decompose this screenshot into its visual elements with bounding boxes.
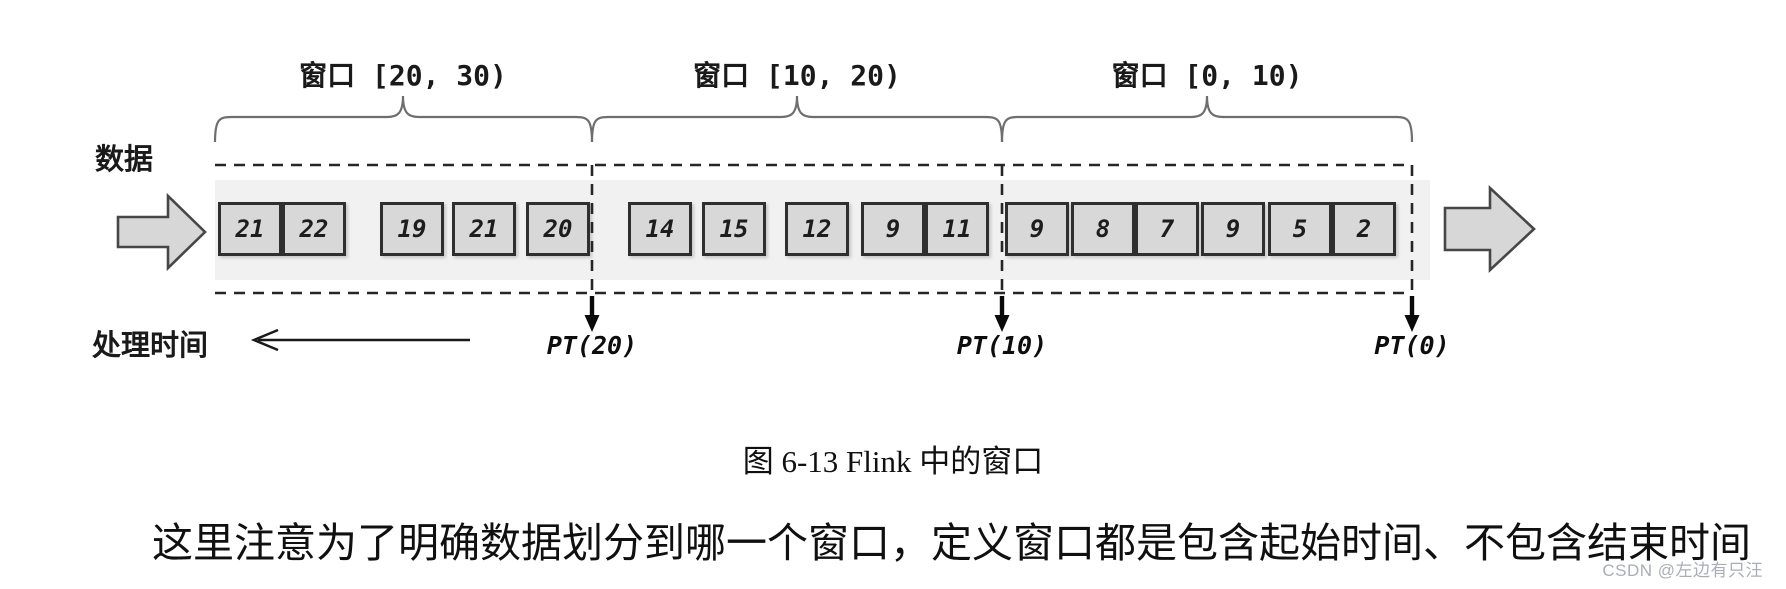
stream-box: 9: [1005, 202, 1069, 256]
pt-marker-arrows: [584, 296, 1420, 332]
window-brace-0-10: [1000, 95, 1414, 143]
window-braces: [213, 95, 1414, 143]
body-text: 这里注意为了明确数据划分到哪一个窗口，定义窗口都是包含起始时间、不包含结束时间: [152, 520, 1751, 566]
stream-box: 2: [1332, 202, 1396, 256]
stream-box: 8: [1071, 202, 1135, 256]
window-label-20-30: 窗口 [20, 30): [299, 59, 507, 92]
stream-box: 11: [925, 202, 989, 256]
time-direction-arrow-icon: [250, 328, 470, 352]
figure-caption: 图 6-13 Flink 中的窗口: [742, 444, 1044, 479]
window-brace-20-30: [213, 95, 594, 143]
pt20-arrow-icon: [584, 296, 600, 332]
stream-box: 5: [1268, 202, 1332, 256]
pt-marker-pt10: PT(10): [956, 331, 1048, 360]
pt-marker-pt0: PT(0): [1374, 331, 1450, 360]
pt0-arrow-icon: [1404, 296, 1420, 332]
stream-box: 9: [1201, 202, 1265, 256]
stream-out-arrow-icon: [1443, 185, 1536, 273]
csdn-watermark: CSDN @左边有只汪: [1602, 561, 1763, 580]
pt-marker-pt20: PT(20): [546, 331, 638, 360]
stream-box: 9: [861, 202, 925, 256]
stream-box: 7: [1135, 202, 1199, 256]
stream-in-arrow-icon: [116, 192, 207, 272]
stream-box: 19: [380, 202, 444, 256]
pt10-arrow-icon: [994, 296, 1010, 332]
processing-time-label: 处理时间: [92, 330, 209, 362]
stream-box: 21: [218, 202, 282, 256]
stream-box: 12: [785, 202, 849, 256]
data-label: 数据: [95, 144, 154, 176]
window-label-10-20: 窗口 [10, 20): [693, 59, 901, 92]
stream-box: 22: [282, 202, 346, 256]
stream-box: 15: [702, 202, 766, 256]
stream-box: 20: [526, 202, 590, 256]
stream-box: 14: [628, 202, 692, 256]
stream-box: 21: [452, 202, 516, 256]
window-brace-10-20: [590, 95, 1004, 143]
window-label-0-10: 窗口 [0, 10): [1111, 59, 1303, 92]
